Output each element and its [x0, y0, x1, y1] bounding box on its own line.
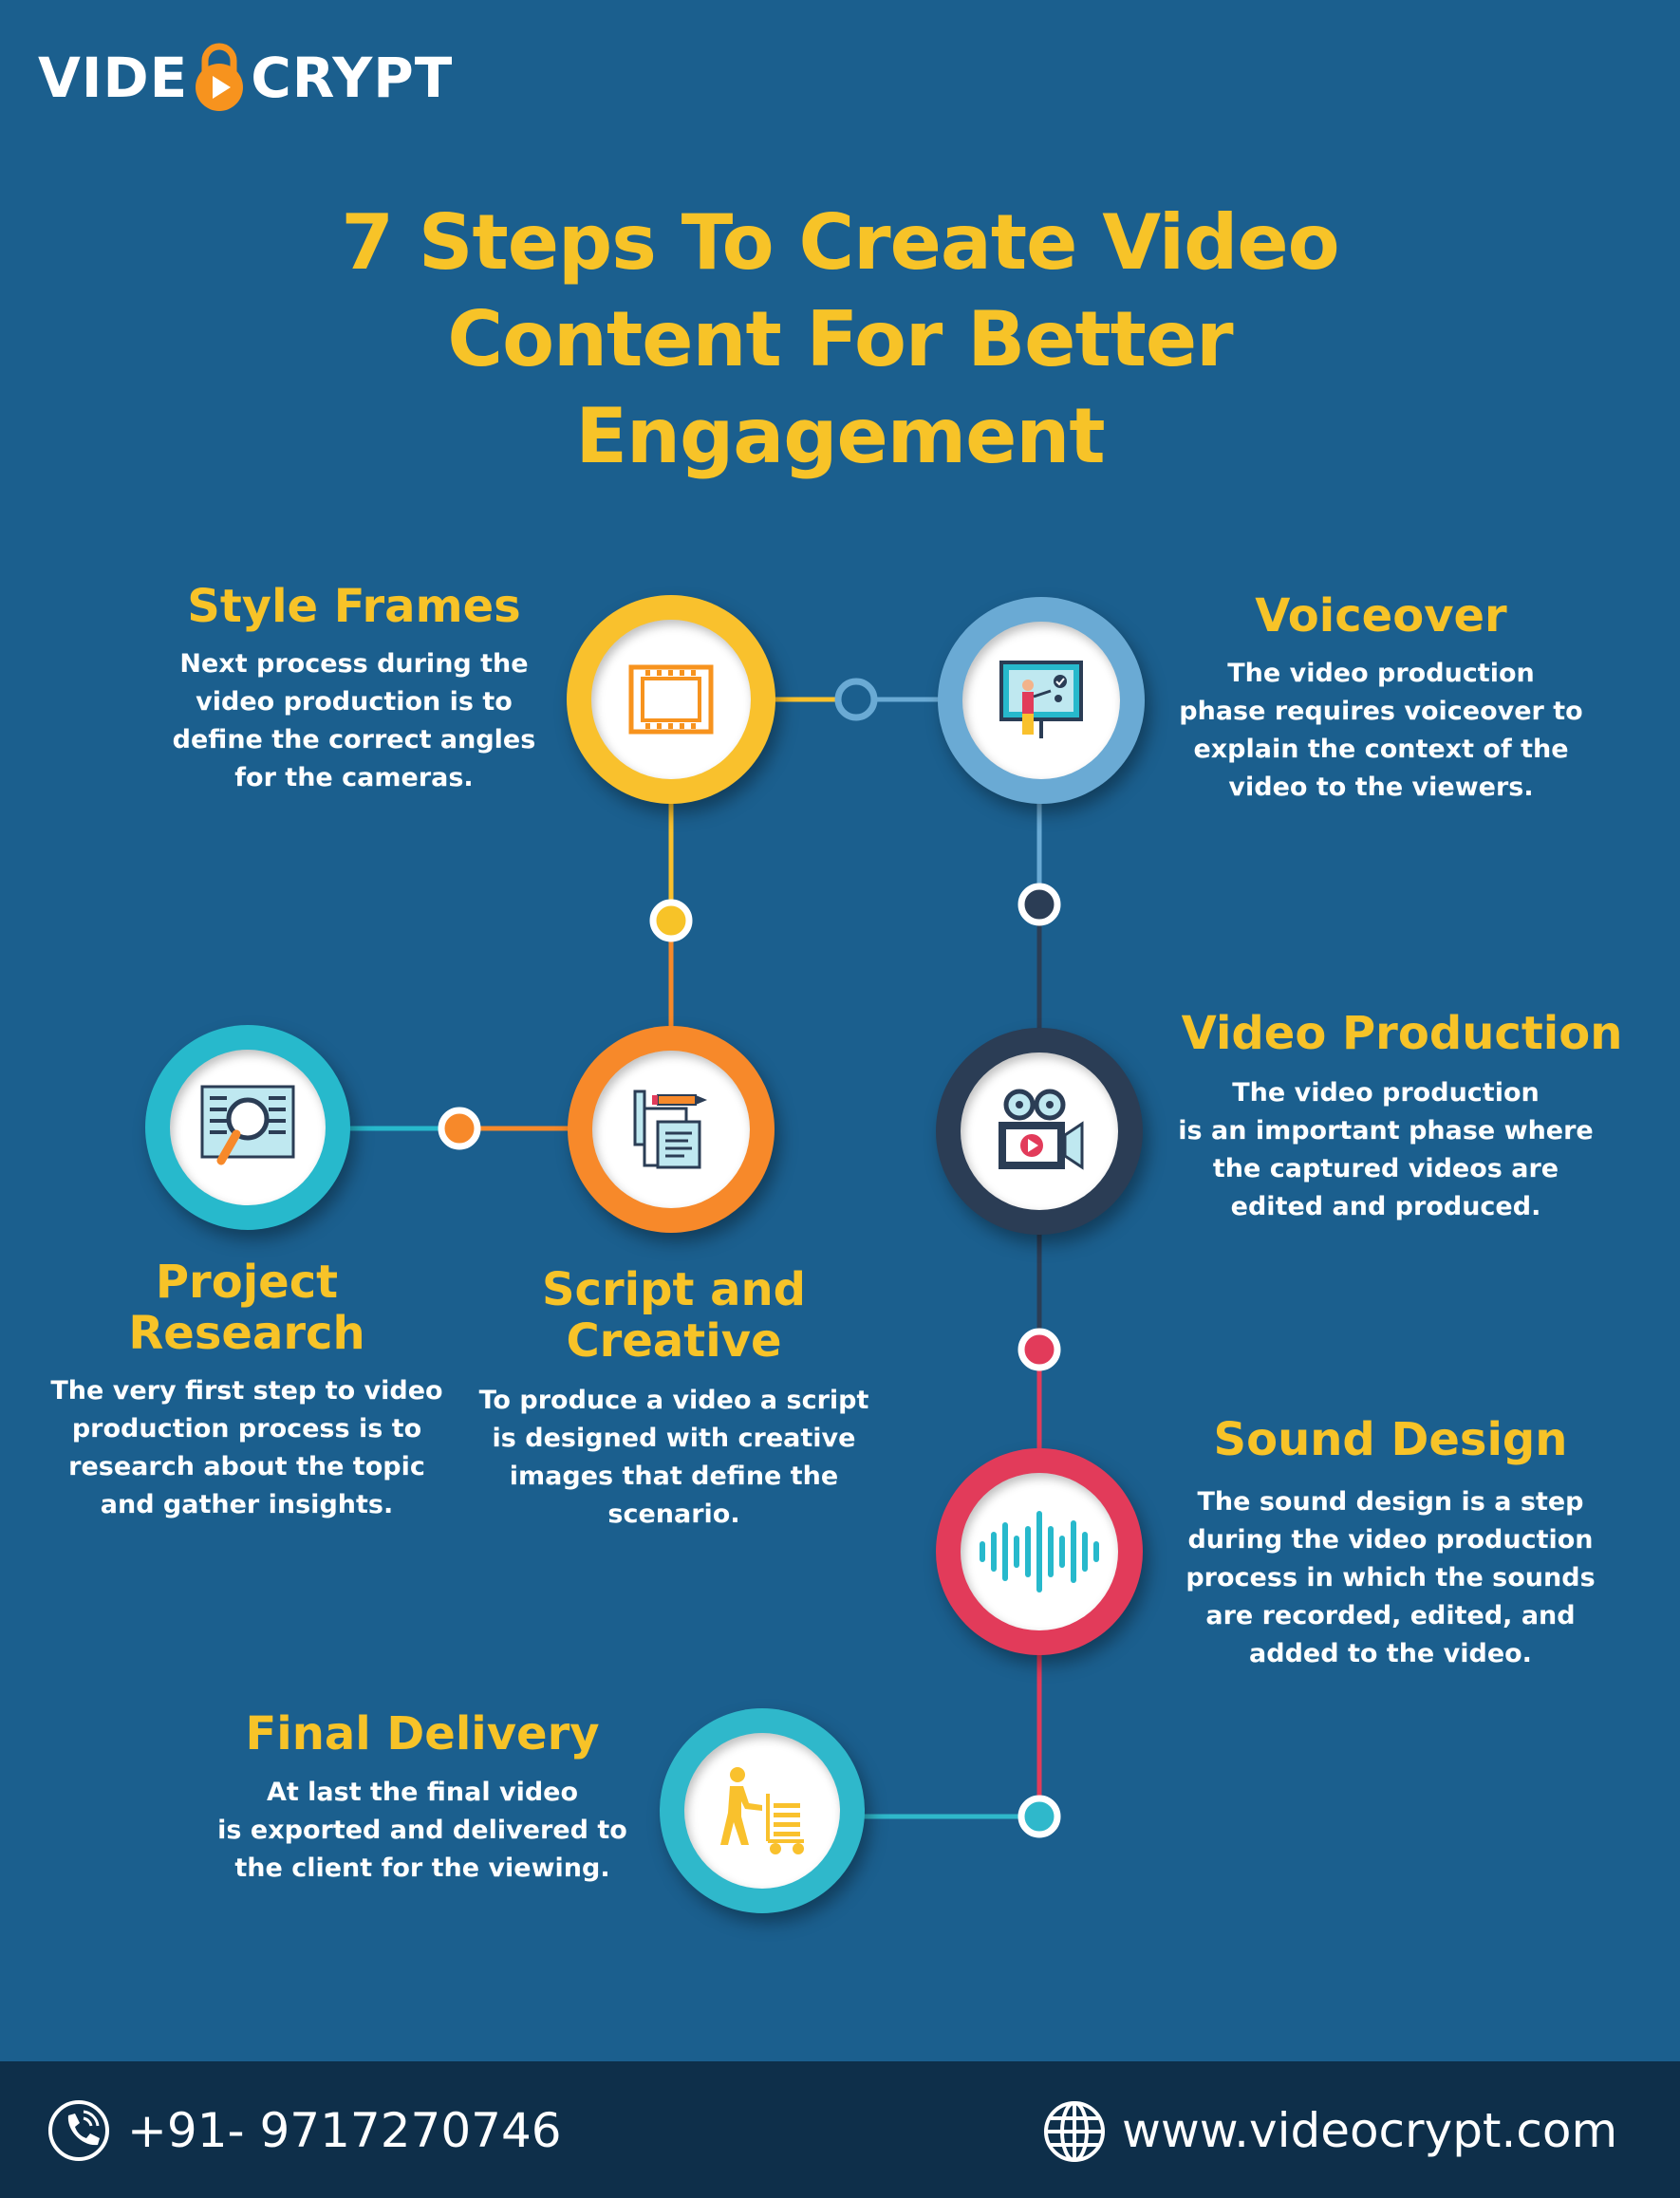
script-pencil-icon [633, 1090, 707, 1169]
project-research-circle [145, 1025, 350, 1230]
title-line-2: Content For Better [447, 295, 1233, 383]
voiceover-circle [938, 597, 1145, 804]
video-production-title: Video Production [1181, 1007, 1623, 1060]
script-creative-circle [568, 1026, 775, 1233]
phone-icon [48, 2100, 109, 2161]
video-camera-icon [998, 1089, 1084, 1170]
voiceover-title: Voiceover [1255, 589, 1507, 643]
title-line-3: Engagement [575, 392, 1105, 480]
phone-number[interactable]: +91- 9717270746 [127, 2103, 562, 2158]
magnifier-document-icon [200, 1085, 295, 1165]
script-creative-title: Script and Creative [541, 1263, 807, 1368]
logo-text-right: CRYPT [251, 46, 454, 110]
connector-node [1017, 1328, 1061, 1371]
final-delivery-description: At last the final video is exported and … [217, 1778, 627, 1883]
sound-design-description: The sound design is a step during the vi… [1185, 1487, 1596, 1668]
brand-logo: VIDE CRYPT [38, 40, 453, 116]
connector-node [834, 678, 878, 721]
globe-icon [1044, 2101, 1105, 2162]
connector-lines [342, 678, 1061, 1838]
video-production-circle [936, 1028, 1143, 1235]
website-link[interactable]: www.videocrypt.com [1122, 2103, 1618, 2158]
presenter-screen-icon [999, 660, 1083, 738]
sound-design-title: Sound Design [1213, 1413, 1568, 1466]
voiceover-description: The video production phase requires voic… [1179, 659, 1583, 802]
final-delivery-circle [660, 1708, 865, 1913]
style-frames-description: Next process during the video production… [172, 649, 536, 792]
connector-node [1017, 883, 1061, 926]
project-research-description: The very first step to video production … [50, 1376, 443, 1519]
style-frames-title: Style Frames [187, 580, 521, 633]
project-research-title: Project Research [128, 1256, 365, 1360]
delivery-cart-icon [720, 1767, 804, 1854]
film-strip-icon [628, 664, 714, 735]
sound-design-circle [936, 1448, 1143, 1655]
logo-text-left: VIDE [38, 46, 189, 110]
connector-node [438, 1107, 481, 1150]
lock-play-icon [196, 43, 244, 111]
script-creative-description: To produce a video a script is designed … [478, 1386, 869, 1529]
footer-bar: +91- 9717270746 www.videocrypt.com [0, 2061, 1680, 2198]
sound-wave-icon [979, 1510, 1099, 1593]
video-production-description: The video production is an important pha… [1178, 1078, 1594, 1221]
final-delivery-title: Final Delivery [245, 1707, 600, 1760]
page-title: 7 Steps To Create Video Content For Bett… [223, 195, 1457, 485]
connector-node [649, 899, 693, 942]
style-frames-circle [567, 595, 775, 804]
connector-node [1017, 1795, 1061, 1838]
title-line-1: 7 Steps To Create Video [341, 198, 1339, 287]
